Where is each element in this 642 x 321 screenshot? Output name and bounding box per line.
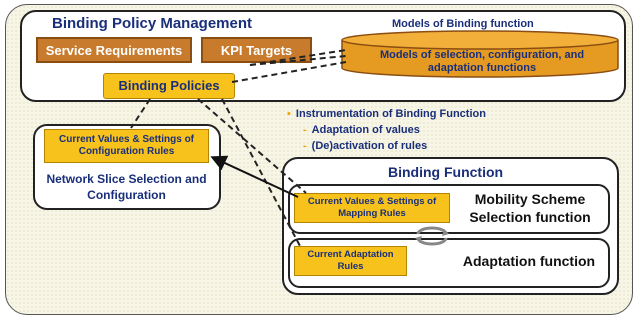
- models-label: Models of Binding function: [392, 18, 534, 30]
- binding-policy-management-title: Binding Policy Management: [52, 15, 253, 32]
- mobility-scheme-caption: Mobility Scheme Selection function: [469, 191, 591, 225]
- connector-line: [249, 49, 347, 66]
- connector-line: [221, 98, 301, 247]
- configuration-rules-box: Current Values & Settings of Configurati…: [44, 129, 209, 163]
- instrumentation-heading: ▪Instrumentation of Binding Function: [287, 108, 486, 120]
- instrumentation-item: -Adaptation of values: [303, 124, 420, 136]
- binding-policies-box: Binding Policies: [103, 73, 235, 99]
- service-requirements-box: Service Requirements: [36, 37, 192, 63]
- connector-line: [249, 55, 347, 66]
- mapping-rules-box: Current Values & Settings of Mapping Rul…: [294, 193, 450, 223]
- binding-function-title: Binding Function: [388, 164, 504, 180]
- adaptation-rules-box: Current Adaptation Rules: [294, 246, 407, 276]
- connector-line: [231, 61, 347, 83]
- arrow-line: [210, 155, 299, 198]
- network-slice-caption: Network Slice Selection and Configuratio…: [46, 172, 207, 203]
- models-cylinder-label: Models of selection, configuration, and …: [379, 49, 585, 75]
- cycle-icon: [415, 226, 449, 246]
- connector-line: [130, 98, 151, 129]
- connector-line: [197, 98, 307, 194]
- instrumentation-item: -(De)activation of rules: [303, 140, 428, 152]
- kpi-targets-box: KPI Targets: [201, 37, 312, 63]
- adaptation-caption: Adaptation function: [462, 253, 596, 269]
